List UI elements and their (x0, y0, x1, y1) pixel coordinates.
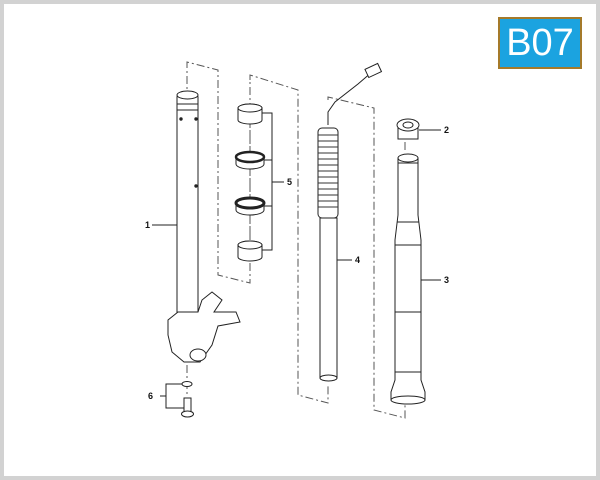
callout-6[interactable]: 6 (148, 391, 154, 401)
part-5-bushings-seals (234, 103, 266, 262)
part-3-inner-tube (390, 153, 426, 405)
callout-4[interactable]: 4 (355, 255, 361, 265)
callout-3[interactable]: 3 (444, 275, 450, 285)
part-6-bolt-washer (181, 381, 194, 418)
part-4-cartridge (317, 62, 383, 382)
callout-1[interactable]: 1 (145, 220, 151, 230)
callout-5[interactable]: 5 (287, 177, 293, 187)
part-1-outer-tube (167, 90, 241, 363)
callout-2[interactable]: 2 (444, 125, 450, 135)
part-2-top-cap (396, 118, 420, 140)
section-code-badge: B07 (498, 17, 582, 69)
